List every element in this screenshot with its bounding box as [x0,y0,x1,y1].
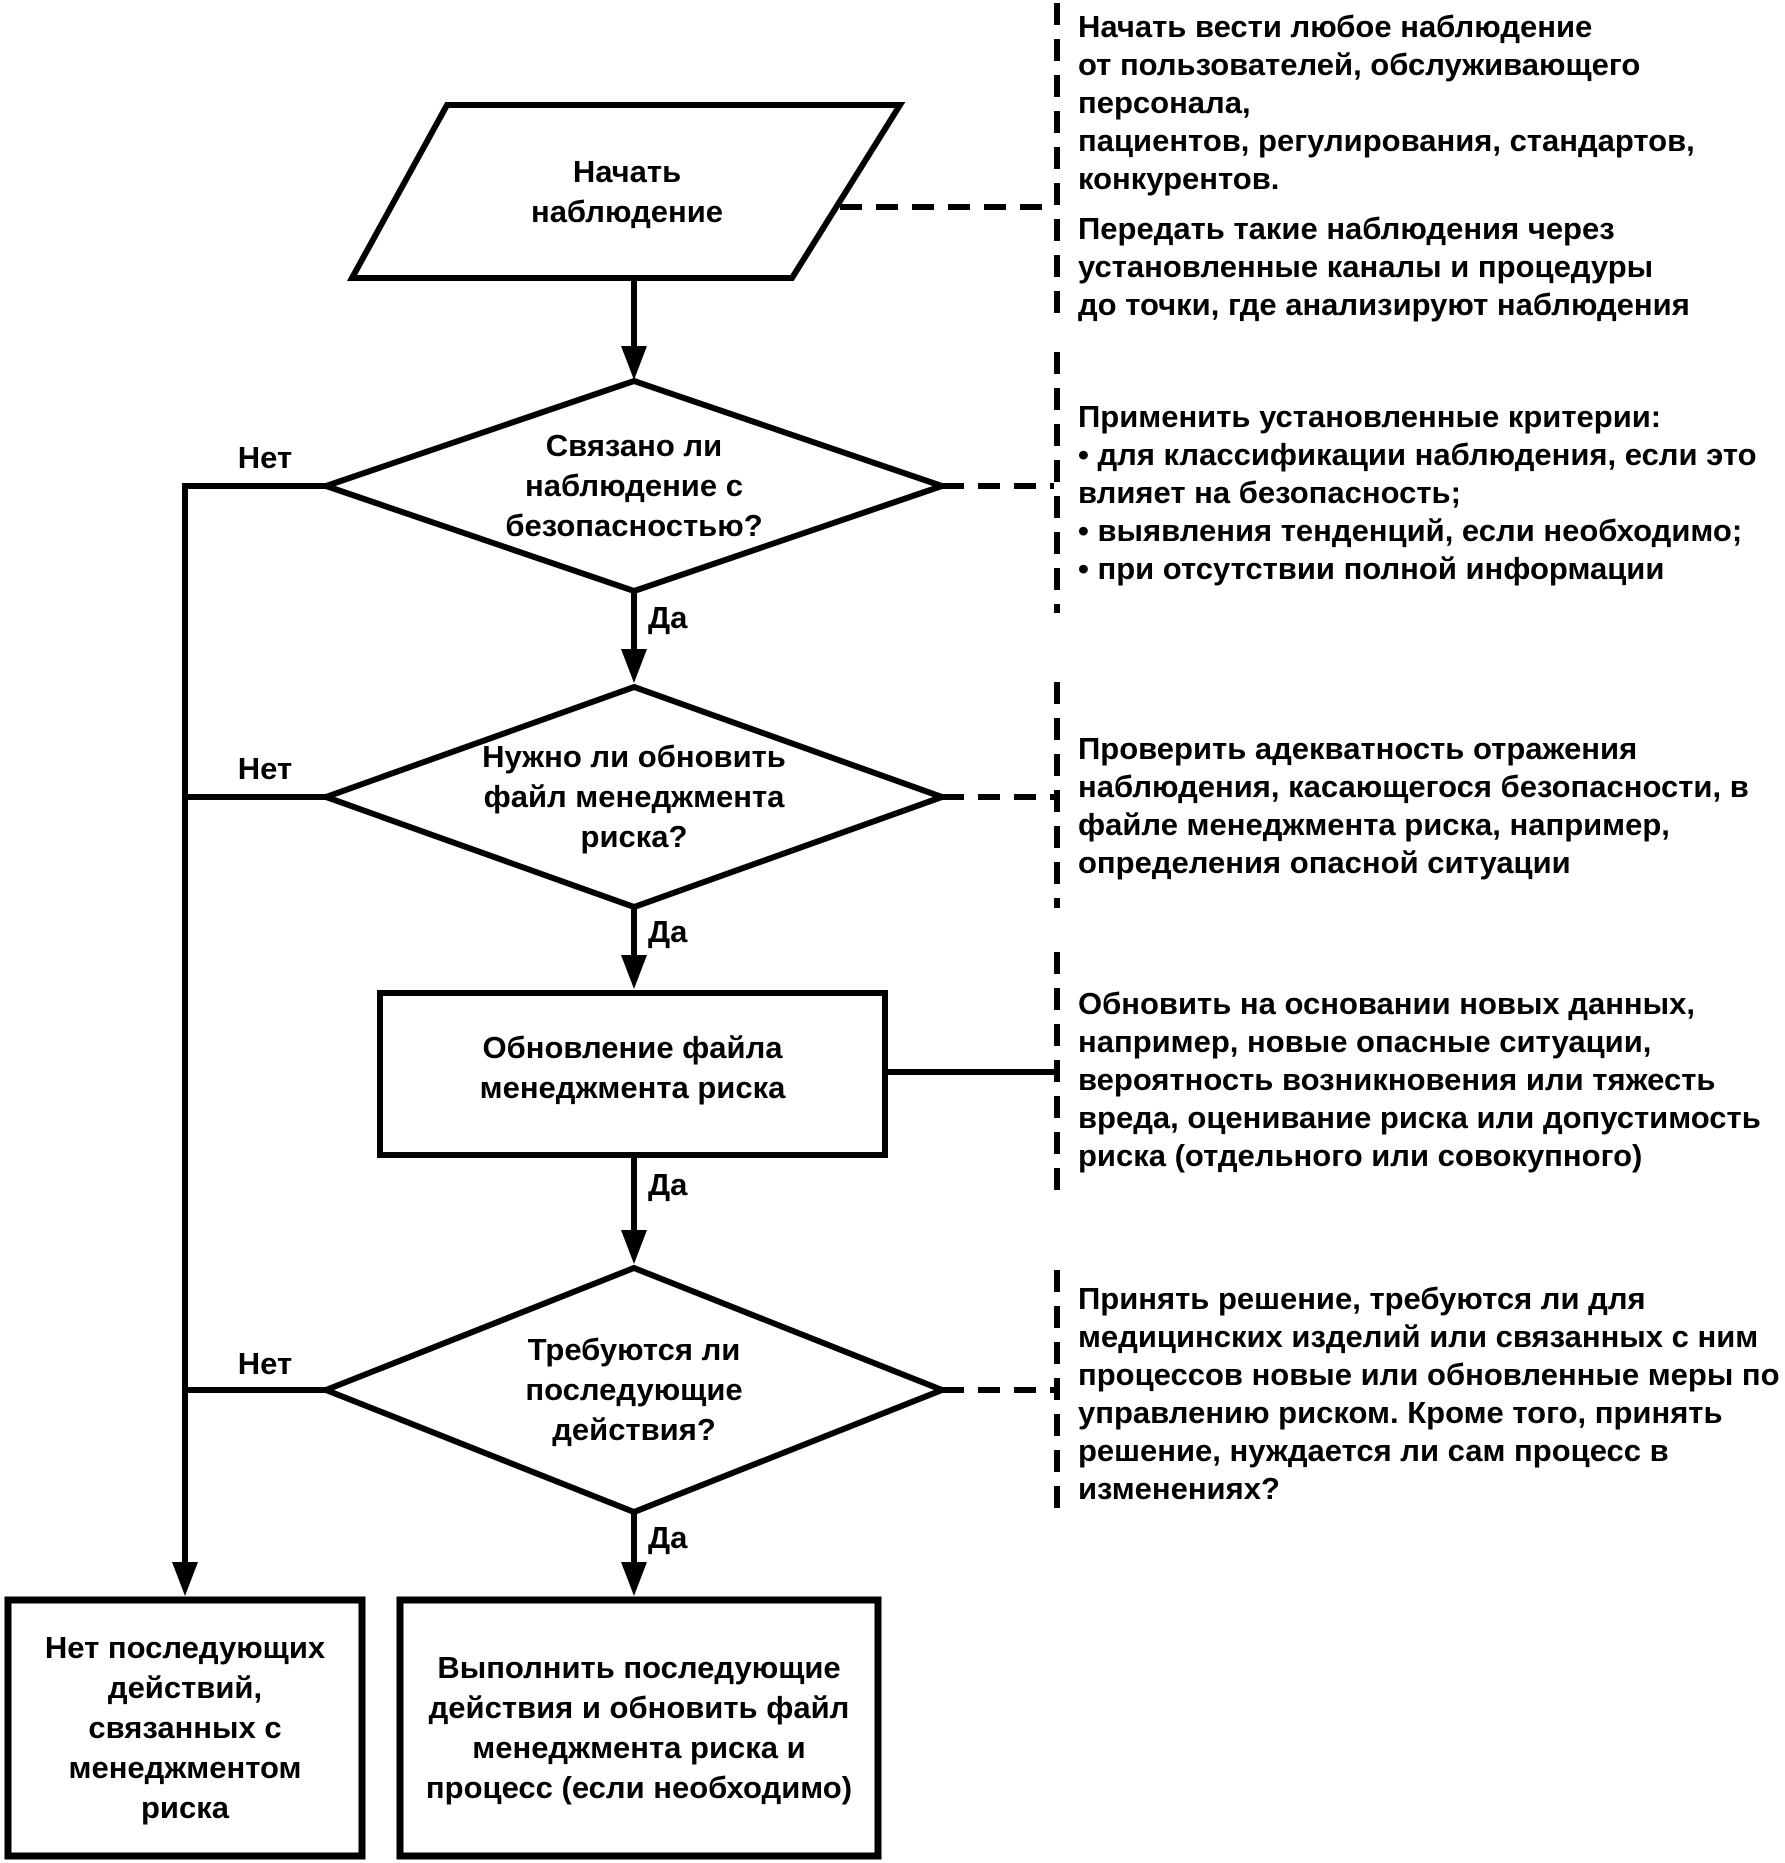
annotation-update-data: Обновить на основании новых данных, напр… [1078,986,1761,1173]
annotation-check-file: Проверить адекватность отражения наблюде… [1078,731,1749,880]
arrowhead-update-to-decision3 [621,1230,647,1264]
arrowhead-no-branch [172,1562,198,1596]
yes-label-3: Да [648,1167,688,1202]
do-followup-box [396,1596,882,1860]
start-parallelogram [346,102,906,281]
no-followup-box [4,1596,366,1860]
annotation-decide-actions: Принять решение, требуются ли для медици… [1078,1281,1780,1506]
do-followup-label: Выполнить последующие действия и обновит… [425,1650,853,1805]
no-label-1: Нет [237,440,293,475]
annotation-start: Начать вести любое наблюдение от пользов… [1078,9,1695,196]
decision3-label: Требуются ли последующие действия? [525,1332,743,1447]
yes-label-2: Да [648,914,688,949]
no-followup-label: Нет последующих действий, связанных с ме… [44,1630,326,1825]
no-label-2: Нет [237,751,293,786]
arrowhead-start-to-decision1 [621,346,647,380]
yes-label-4: Да [648,1520,688,1555]
arrowhead-decision1-to-decision2 [621,649,647,683]
no-branch-line [182,483,326,1566]
yes-label-1: Да [648,600,688,635]
annotation-criteria: Применить установленные критерии: • для … [1078,399,1757,586]
decision2-label: Нужно ли обновить файл менеджмента риска… [482,739,786,854]
decision1-label: Связано ли наблюдение с безопасностью? [505,428,763,543]
arrowhead-decision2-to-update [621,955,647,989]
start-label: Начать наблюдение [530,154,724,229]
update-process-label: Обновление файла менеджмента риска [479,1030,786,1105]
annotation-transfer: Передать такие наблюдения через установл… [1078,211,1690,322]
no-label-3: Нет [237,1346,293,1381]
arrowhead-decision3-to-do-followup [621,1562,647,1596]
